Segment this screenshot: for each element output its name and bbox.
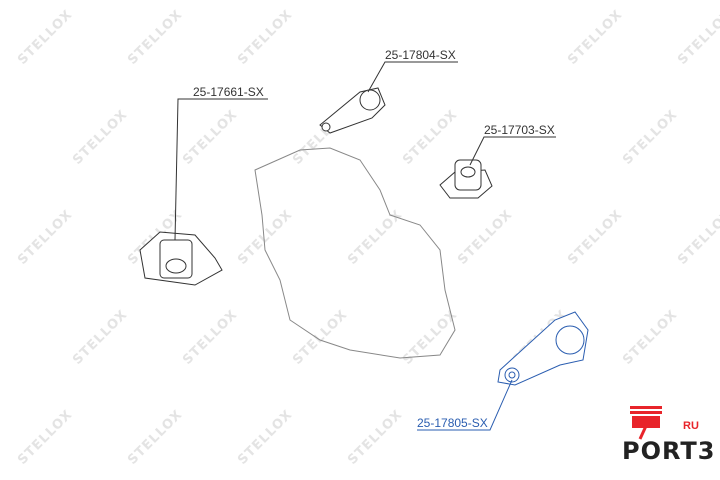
part-label[interactable]: 25-17703-SX [484,123,555,137]
mount-25-17661 [139,231,223,286]
leader-25-17661 [174,98,268,241]
leader-25-17805 [417,379,513,431]
logo-suffix: RU [683,420,699,432]
leader-25-17703 [469,136,556,166]
part-label-highlighted[interactable]: 25-17805-SX [417,416,488,430]
engine-outline [254,147,456,359]
part-label[interactable]: 25-17804-SX [385,48,456,62]
mount-25-17703 [439,159,493,199]
mount-25-17804 [319,87,386,134]
part-label[interactable]: 25-17661-SX [193,85,264,99]
logo-text: PORT3 [622,437,716,465]
port3-logo: RU PORT3 [622,406,714,466]
leader-25-17804 [367,61,458,93]
mount-25-17805 [497,311,589,386]
piston-icon [630,406,662,440]
